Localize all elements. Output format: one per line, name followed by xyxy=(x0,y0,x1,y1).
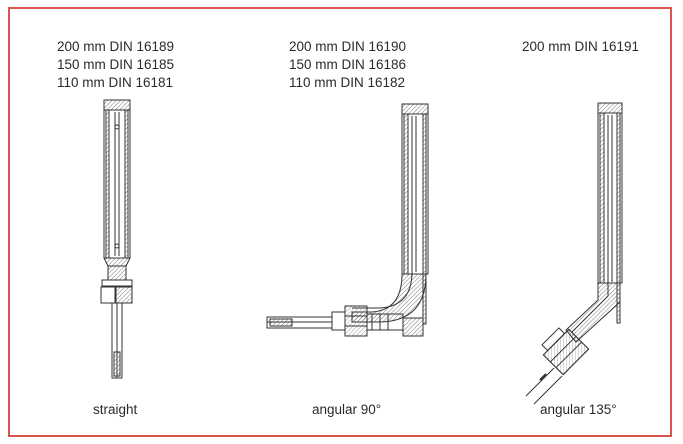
spec-line: 110 mm DIN 16181 xyxy=(57,75,174,90)
specs-straight: 200 mm DIN 16189 150 mm DIN 16185 110 mm… xyxy=(57,38,174,92)
spec-line: 150 mm DIN 16185 xyxy=(57,57,175,72)
spec-line: 200 mm DIN 16191 xyxy=(522,39,640,54)
angular-90-thermometer-drawing xyxy=(266,103,429,337)
caption-straight: straight xyxy=(93,402,138,417)
spec-line: 200 mm DIN 16190 xyxy=(289,39,407,54)
specs-angular-90: 200 mm DIN 16190 150 mm DIN 16186 110 mm… xyxy=(289,38,406,92)
spec-line: 150 mm DIN 16186 xyxy=(289,57,407,72)
spec-line: 110 mm DIN 16182 xyxy=(289,75,406,90)
spec-line: 200 mm DIN 16189 xyxy=(57,39,175,54)
caption-angular-90: angular 90° xyxy=(312,402,382,417)
angular-135-thermometer-drawing xyxy=(525,102,623,405)
specs-angular-135: 200 mm DIN 16191 xyxy=(522,38,639,56)
caption-angular-135: angular 135° xyxy=(540,402,617,417)
straight-thermometer-drawing xyxy=(100,99,133,379)
